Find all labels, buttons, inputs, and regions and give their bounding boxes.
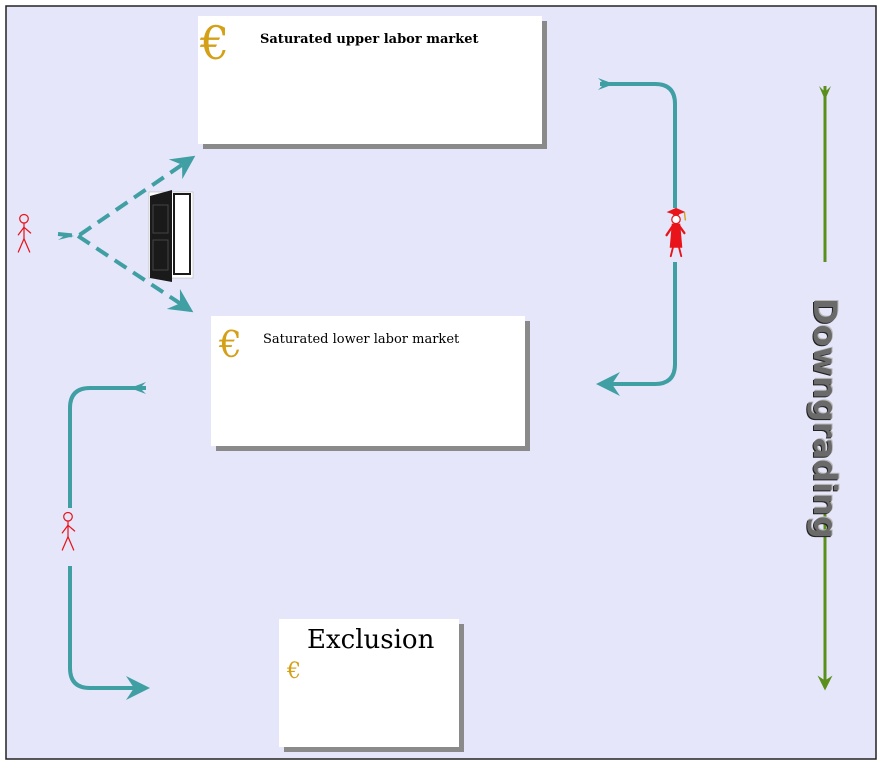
loop-arrow-right: [600, 82, 677, 384]
stick-figure-icon: [61, 511, 76, 551]
door-icon: [148, 190, 194, 282]
stick-figure-icon: [17, 213, 32, 253]
euro-icon: €: [200, 16, 230, 70]
lower-market-title: Saturated lower labor market: [263, 332, 460, 347]
loop-arrow-left-tail: [130, 382, 146, 394]
exclusion-title: Exclusion: [307, 625, 435, 655]
split-arrow-lower: [76, 234, 194, 313]
exclusion-box: Exclusion €: [279, 619, 459, 747]
euro-icon: €: [219, 325, 242, 366]
upper-market-box: € Saturated upper labor market: [198, 16, 542, 144]
euro-icon: €: [287, 659, 301, 684]
upper-market-title: Saturated upper labor market: [260, 32, 479, 47]
graduate-figure-icon: [665, 207, 687, 258]
lower-market-box: € Saturated lower labor market: [211, 316, 525, 446]
loop-arrow-left: [68, 386, 146, 688]
split-arrow-tail: [58, 232, 74, 240]
downgrading-label: Downgrading: [806, 298, 844, 539]
loop-arrow-right-tail: [598, 78, 614, 90]
downgrading-arrow-top-tail: [819, 86, 831, 100]
